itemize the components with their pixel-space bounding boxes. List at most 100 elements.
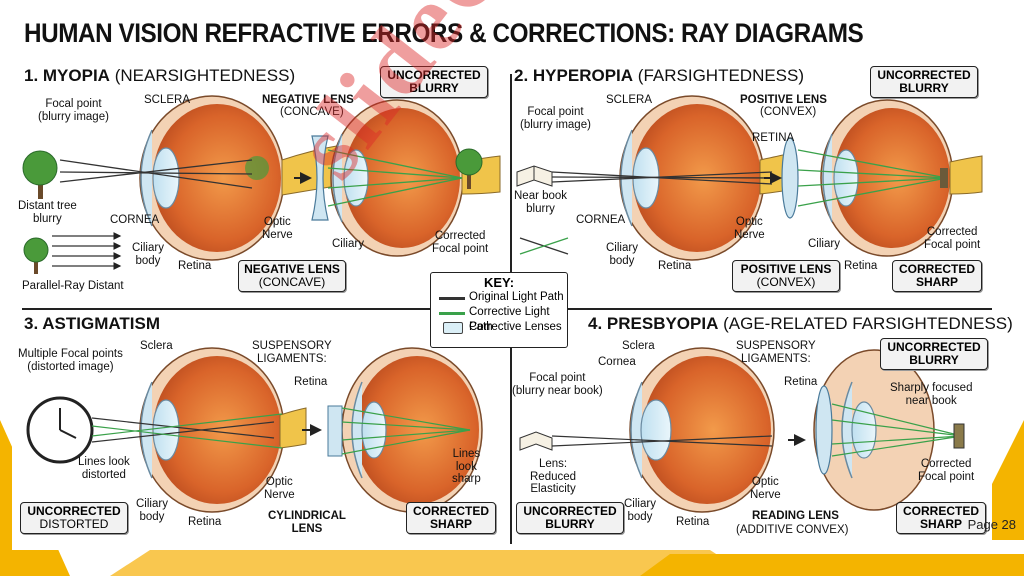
- presby-additive-label: (ADDITIVE CONVEX): [736, 524, 849, 536]
- page-title: HUMAN VISION REFRACTIVE ERRORS & CORRECT…: [24, 18, 864, 48]
- cylindrical-lens-shape: [327, 405, 343, 457]
- presbyopia-title: 4. PRESBYOPIA (AGE-RELATED FARSIGHTEDNES…: [588, 314, 1013, 333]
- presbyopia-corrective-rays: [831, 403, 963, 457]
- astig-cyl-label: CYLINDRICAL LENS: [268, 510, 346, 535]
- key-item-lenses: Corrective Lenses: [431, 320, 567, 335]
- hyperopia-convex-label: (CONVEX): [760, 106, 817, 118]
- page-number: Page 28: [967, 517, 1016, 532]
- myopia-retina-label: Retina: [178, 260, 212, 272]
- key-title: KEY:: [483, 275, 515, 290]
- presby-cornea-label: Cornea: [598, 356, 636, 368]
- corrected-tree-icon: [455, 148, 483, 189]
- legend-key: KEY: Original Light Path Corrective Ligh…: [430, 272, 568, 348]
- myopia-original-rays: [59, 159, 253, 189]
- astigmatism-eye-uncorrected: [139, 347, 307, 513]
- presby-retina2-label: Retina: [676, 516, 710, 528]
- presby-corrected-label: Corrected Focal point: [918, 458, 975, 483]
- myopia-cornea-label: CORNEA: [110, 214, 160, 226]
- myopia-corrected-label: Corrected Focal point: [432, 230, 489, 255]
- myopia-ciliary-label: Ciliary body: [132, 242, 164, 267]
- myopia-focal-label: Focal point (blurry image): [38, 98, 109, 123]
- negative-lens-shape: [311, 135, 329, 221]
- hyperopia-original-rays: [551, 171, 773, 185]
- presbyopia-eye-corrected: [813, 349, 935, 511]
- myopia-optic-label: Optic Nerve: [262, 216, 293, 241]
- astig-ciliary-label: Ciliary body: [136, 498, 168, 523]
- myopia-sclera-label: SCLERA: [144, 94, 191, 106]
- myopia-tree-label: Distant tree blurry: [18, 200, 77, 225]
- key-item-original: Original Light Path: [431, 290, 567, 305]
- diagram-sheet: HUMAN VISION REFRACTIVE ERRORS & CORRECT…: [12, 0, 1013, 550]
- myopia-corrective-rays: [327, 149, 463, 207]
- open-book-icon: [519, 431, 553, 451]
- reading-lens-shape: [815, 385, 833, 475]
- astigmatism-rays: [91, 413, 283, 449]
- hyperopia-book-label: Near book blurry: [514, 190, 568, 215]
- positive-lens-shape: [781, 137, 799, 219]
- hyperopia-sclera-label: SCLERA: [606, 94, 653, 106]
- hyperopia-title: 2. HYPEROPIA (FARSIGHTEDNESS): [514, 66, 805, 85]
- presby-focal-label: Focal point (blurry near book): [512, 372, 603, 397]
- presby-susp-label: SUSPENSORY LIGAMENTS:: [736, 340, 816, 365]
- clock-icon: [26, 396, 94, 464]
- myopia-neglens-label: NEGATIVE LENS: [262, 94, 354, 106]
- presby-sclera-label: Sclera: [622, 340, 655, 352]
- sharp-book-image: [953, 423, 965, 449]
- hyperopia-corrected-label: Corrected Focal point: [924, 226, 981, 251]
- blurry-tree-image: [245, 156, 269, 180]
- astig-sharp-label: Lines look sharp: [452, 448, 481, 485]
- presby-sharp-label: Sharply focused near book: [890, 382, 973, 407]
- presbyopia-eye-uncorrected: [629, 347, 775, 513]
- presby-lens-label: Lens: Reduced Elasticity: [530, 458, 577, 495]
- presby-retina-label: Retina: [784, 376, 818, 388]
- hyperopia-lens-box: POSITIVE LENS(CONVEX): [732, 260, 840, 292]
- hyperopia-ciliary2-label: Ciliary: [808, 238, 840, 250]
- presby-optic-label: Optic Nerve: [750, 476, 781, 501]
- astig-lines-label: Lines look distorted: [78, 456, 130, 481]
- hyperopia-cornea-label: CORNEA: [576, 214, 626, 226]
- astig-retina2-label: Retina: [188, 516, 222, 528]
- presby-reading-label: READING LENS: [752, 510, 839, 522]
- hyperopia-corrective-rays: [797, 149, 948, 207]
- myopia-eye-uncorrected: [139, 95, 343, 261]
- astigmatism-corrective-rays: [341, 407, 471, 455]
- astigmatism-title: 3. ASTIGMATISM: [24, 314, 160, 333]
- hyperopia-optic-label: Optic Nerve: [734, 216, 765, 241]
- astig-multiple-label: Multiple Focal points (distorted image): [18, 348, 123, 373]
- myopia-eye-corrected: [330, 99, 501, 257]
- myopia-ciliary2-label: Ciliary: [332, 238, 364, 250]
- hyperopia-retina2-label: Retina: [844, 260, 878, 272]
- book-icon: [516, 165, 553, 187]
- hyperopia-cross-rays: [519, 237, 569, 255]
- hyperopia-retina-top-label: RETINA: [752, 132, 795, 144]
- astig-optic-label: Optic Nerve: [264, 476, 295, 501]
- hyperopia-focal-label: Focal point (blurry image): [520, 106, 591, 131]
- myopia-lens-box: NEGATIVE LENS(CONCAVE): [238, 260, 346, 292]
- hyperopia-ciliary-label: Ciliary body: [606, 242, 638, 267]
- hyperopia-eye-corrected: [820, 99, 983, 257]
- myopia-concave-label: (CONCAVE): [280, 106, 344, 118]
- astig-susp-label: SUSPENSORY LIGAMENTS:: [252, 340, 332, 365]
- key-item-corrective: Corrective Light Path: [431, 305, 567, 333]
- small-tree-icon: [23, 237, 49, 274]
- tree-icon: [22, 150, 58, 199]
- myopia-parallel-label: Parallel-Ray Distant: [22, 280, 124, 292]
- decor-bottom-band: [0, 548, 1024, 576]
- ray-diagrams-svg: [22, 95, 983, 513]
- myopia-title: 1. MYOPIA (NEARSIGHTEDNESS): [24, 66, 296, 85]
- parallel-rays: [52, 232, 122, 270]
- hyperopia-poslens-label: POSITIVE LENS: [740, 94, 827, 106]
- astig-retina-label: Retina: [294, 376, 328, 388]
- presby-ciliary-label: Ciliary body: [624, 498, 656, 523]
- hyperopia-retina-label: Retina: [658, 260, 692, 272]
- astig-sclera-label: Sclera: [140, 340, 173, 352]
- presbyopia-original-rays: [551, 435, 773, 447]
